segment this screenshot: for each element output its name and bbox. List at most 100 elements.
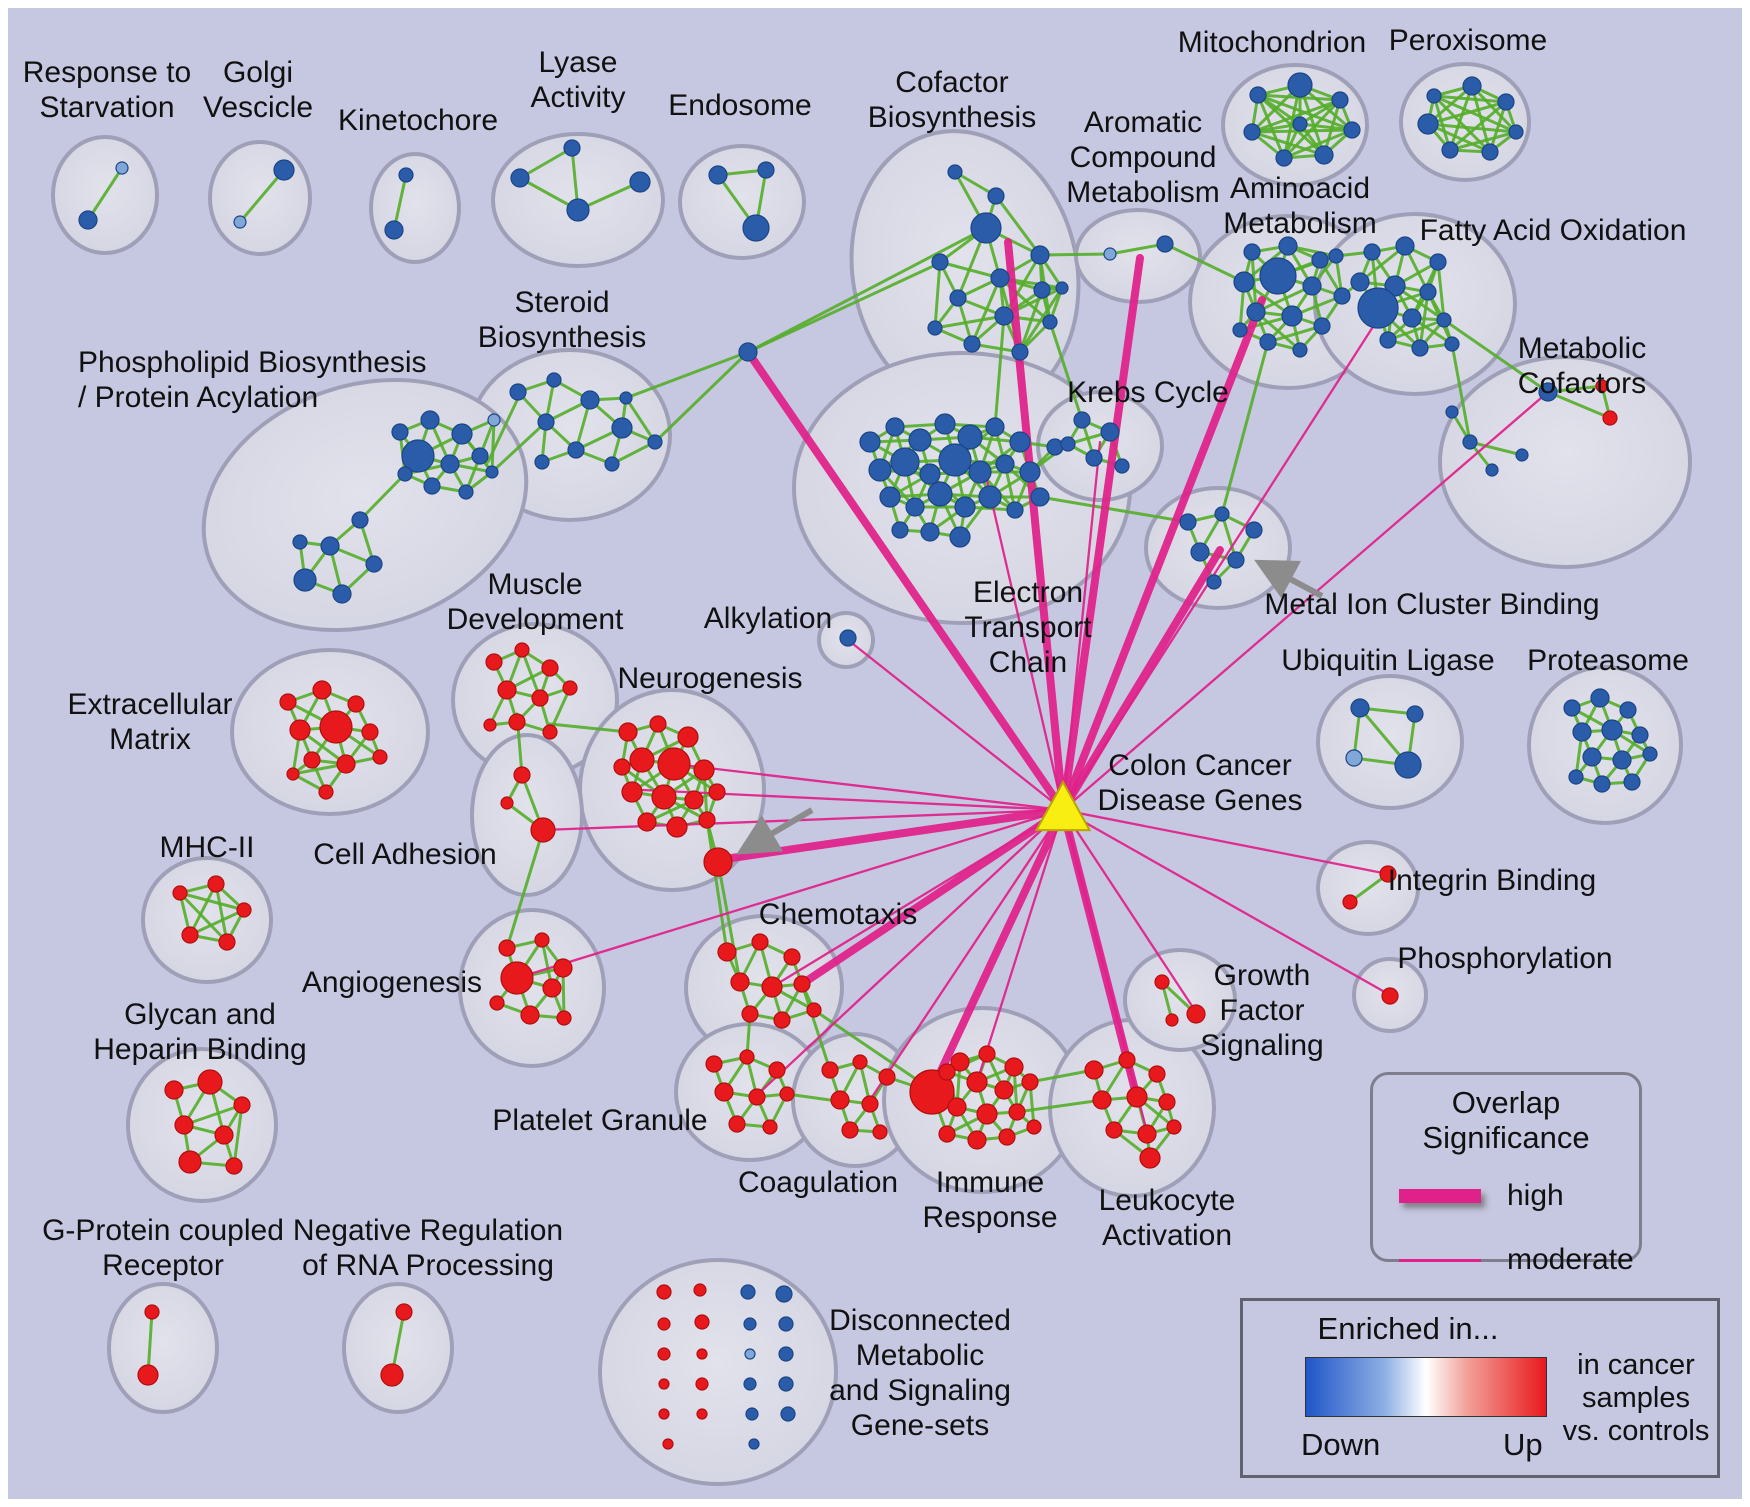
- cluster-peroxisome-edge: [1426, 122, 1492, 154]
- cluster-neurogenesis-node: [666, 816, 688, 838]
- overlap-edge-moderate: [1061, 808, 1390, 876]
- cluster-alkylation-label: Alkylation: [704, 602, 832, 635]
- cluster-proteasome-node: [1590, 688, 1610, 708]
- cluster-extracellular-matrix-node: [336, 754, 356, 774]
- cluster-electron-transport-chain-node: [890, 447, 920, 477]
- cluster-metal-ion-cluster-binding-node: [1227, 551, 1245, 569]
- cluster-response-to-starvation-edge: [86, 166, 124, 222]
- cluster-phospholipid-biosynthesis-label: Phospholipid Biosynthesis/ Protein Acyla…: [78, 346, 427, 414]
- cluster-response-to-starvation-node: [115, 161, 129, 175]
- cluster-chemotaxis-node: [761, 976, 783, 998]
- cluster-immune-response-node: [1004, 1057, 1024, 1077]
- cluster-cofactor-biosynthesis-edge: [970, 276, 1002, 346]
- cluster-fatty-acid-oxidation-node: [1357, 287, 1399, 329]
- cluster-disconnected-gene-sets-bubble: [598, 1258, 838, 1486]
- cluster-cofactor-biosynthesis-edge: [938, 260, 1002, 280]
- cluster-chemotaxis-node: [793, 975, 811, 993]
- enrichment-gradient-bar: [1305, 1357, 1547, 1417]
- cluster-platelet-granule-label: Platelet Granule: [492, 1104, 707, 1137]
- cluster-peroxisome-edge: [1488, 100, 1508, 154]
- cluster-peroxisome-edge: [1448, 100, 1508, 152]
- cluster-aminoacid-metabolism-node: [1292, 342, 1308, 358]
- cluster-metabolic-cofactors-edge: [1468, 440, 1524, 457]
- cluster-proteasome-node: [1612, 750, 1632, 770]
- cluster-proteasome-label: Proteasome: [1527, 644, 1689, 677]
- cluster-ubiquitin-ligase-node: [1345, 749, 1363, 767]
- cluster-disconnected-gene-sets-node: [658, 1408, 670, 1420]
- cluster-electron-transport-chain-node: [919, 463, 941, 485]
- cluster-immune-response-node: [976, 1103, 998, 1125]
- legend-side-line2: samples: [1582, 1382, 1690, 1414]
- link-edge: [624, 350, 750, 400]
- cluster-steroid-biosynthesis-node: [619, 391, 633, 405]
- cluster-peroxisome-edge: [1432, 94, 1518, 134]
- cluster-aminoacid-metabolism-node: [1328, 248, 1344, 264]
- cluster-leukocyte-activation-node: [1118, 1051, 1136, 1069]
- cluster-electron-transport-chain-node: [985, 417, 1005, 437]
- cluster-muscle-development-node: [483, 718, 497, 732]
- cluster-steroid-biosynthesis-node: [534, 454, 550, 470]
- cluster-fatty-acid-oxidation-node: [1444, 336, 1460, 352]
- cluster-muscle-development-node: [508, 713, 526, 731]
- cluster-steroid-biosynthesis-node: [604, 456, 620, 472]
- cluster-peroxisome-node: [1426, 88, 1442, 104]
- cluster-peroxisome-node: [1417, 113, 1439, 135]
- cluster-glycan-heparin-binding-node: [214, 1125, 234, 1145]
- cluster-mitochondrion-label: Mitochondrion: [1178, 26, 1366, 59]
- cluster-immune-response-node: [994, 1080, 1014, 1100]
- link-edge: [505, 828, 545, 950]
- cluster-mitochondrion-node: [1275, 149, 1293, 167]
- overlap-edge-moderate: [515, 808, 1065, 980]
- cluster-kinetochore-label: Kinetochore: [338, 104, 498, 137]
- cluster-lyase-activity-node: [510, 168, 530, 188]
- cluster-muscle-development-node: [562, 680, 578, 696]
- cluster-electron-transport-chain-node: [891, 521, 909, 539]
- cluster-mitochondrion-node: [1292, 116, 1308, 132]
- cluster-cell-adhesion-bubble: [470, 733, 584, 897]
- cluster-angiogenesis-bubble: [458, 908, 606, 1068]
- cluster-glycan-heparin-binding-edge: [182, 1103, 244, 1127]
- cluster-integrin-binding-node: [1342, 894, 1358, 910]
- link-edge: [1038, 495, 1190, 524]
- cluster-immune-response-node: [938, 1063, 956, 1081]
- cluster-electron-transport-chain-node: [920, 522, 940, 542]
- cluster-chemotaxis-node: [806, 1002, 822, 1018]
- cluster-disconnected-gene-sets-node: [778, 1316, 794, 1332]
- cluster-platelet-granule-node: [762, 1119, 778, 1135]
- cluster-proteasome-node: [1593, 775, 1611, 793]
- cluster-proteasome-node: [1572, 722, 1592, 742]
- link-edge: [1028, 1068, 1096, 1084]
- arrows-layer: [736, 559, 1324, 855]
- cluster-angiogenesis-node: [542, 978, 562, 998]
- cluster-neurogenesis-node: [618, 722, 638, 742]
- cluster-proteasome-node: [1619, 701, 1637, 719]
- cluster-electron-transport-chain-node: [905, 497, 925, 517]
- cluster-aminoacid-metabolism-node: [1278, 236, 1298, 256]
- legend-overlap-significance: Overlap Significance high moderate: [1370, 1072, 1642, 1276]
- cluster-muscle-development-node: [485, 653, 503, 671]
- cluster-phospholipid-biosynthesis-node: [332, 584, 352, 604]
- cluster-coagulation-node: [821, 1061, 839, 1079]
- cluster-disconnected-gene-sets-node: [695, 1377, 709, 1391]
- cluster-phospholipid-biosynthesis-node: [487, 413, 501, 427]
- cluster-endosome-bubble: [678, 144, 806, 260]
- cluster-mitochondrion-node: [1287, 72, 1313, 98]
- cluster-fatty-acid-oxidation-node: [1395, 236, 1415, 256]
- cluster-cofactor-biosynthesis-node: [987, 187, 1005, 205]
- cluster-cell-adhesion-label: Cell Adhesion: [313, 838, 496, 871]
- cluster-phospholipid-biosynthesis-node: [451, 423, 473, 445]
- cluster-muscle-development-node: [497, 680, 517, 700]
- overlap-edge-moderate: [983, 470, 1065, 812]
- cluster-cofactor-biosynthesis-node: [963, 335, 981, 353]
- cluster-disconnected-gene-sets-node: [745, 1407, 759, 1421]
- cluster-phospholipid-biosynthesis-node: [391, 423, 409, 441]
- cluster-cell-adhesion-node: [500, 796, 514, 810]
- cluster-steroid-biosynthesis-edge: [610, 440, 657, 466]
- cluster-mitochondrion-edge: [1298, 122, 1354, 132]
- cluster-mitochondrion-edge: [1250, 130, 1326, 157]
- legend-side-note: in cancer samples vs. controls: [1557, 1349, 1715, 1448]
- cluster-mhc-ii-edge: [214, 882, 229, 944]
- cluster-leukocyte-activation-node: [1166, 1119, 1182, 1135]
